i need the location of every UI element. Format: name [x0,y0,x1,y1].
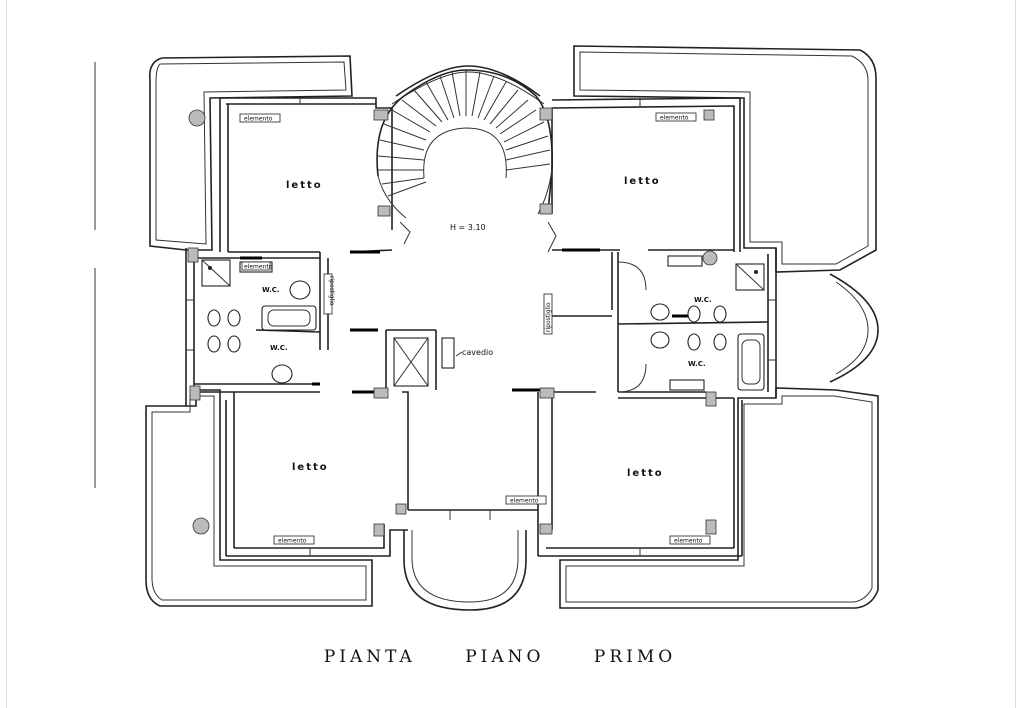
closet-tag: ripostiglio [543,293,553,335]
element-tag-text: elemento [660,115,689,122]
element-tag-text: elemento [244,264,273,271]
stair-treads [377,70,551,197]
wc-label-right-lower: W.C. [688,360,706,368]
drain-top-left [188,109,206,127]
terrace-bottom-left [145,389,373,607]
room-label-bedroom-bottom-left: letto [292,462,329,473]
title-word-primo: PRIMO [593,647,677,667]
closet-tag-text: ripostiglio [545,302,552,332]
bay-right [829,273,879,383]
doors [240,248,690,394]
element-tag: elemento [655,112,697,122]
room-label-bedroom-top-right: letto [624,176,661,187]
building-walls [185,97,777,611]
room-label-bedroom-bottom-right: letto [627,468,664,479]
element-tag-text: elemento [674,538,703,545]
element-tag: elemento [505,495,547,505]
plan-title: PIANTA PIANO PRIMO [0,647,1000,667]
title-word-pianta: PIANTA [323,647,416,667]
terrace-top-left [148,55,353,251]
element-tag: elemento [239,113,281,123]
spiral-staircase [373,65,557,253]
shaft-label: cavedio [462,348,493,357]
element-tag-text: elemento [510,498,539,505]
windows [186,98,776,556]
height-note: H = 3.10 [450,223,486,232]
element-tag: elemento [273,535,315,545]
terrace-top-right [573,45,877,273]
bathroom-fixtures-left [201,259,317,384]
bathroom-fixtures-right [650,250,765,391]
wc-label-left-lower: W.C. [270,344,288,352]
closet-tag: ripostiglio [323,273,335,315]
terrace-bottom-right [559,387,879,609]
room-label-bedroom-top-left: letto [286,180,323,191]
element-tag: elemento [669,535,711,545]
structural-columns [187,109,717,537]
wc-label-right-upper: W.C. [694,296,712,304]
element-tag: elemento [241,261,273,271]
element-tag-text: elemento [278,538,307,545]
lift-shaft [393,337,463,387]
wc-label-left-upper: W.C. [262,286,280,294]
title-word-piano: PIANO [465,647,545,667]
closet-tag-text: ripostiglio [328,276,335,306]
drain-bottom-left [192,517,210,535]
element-tag-text: elemento [244,116,273,123]
